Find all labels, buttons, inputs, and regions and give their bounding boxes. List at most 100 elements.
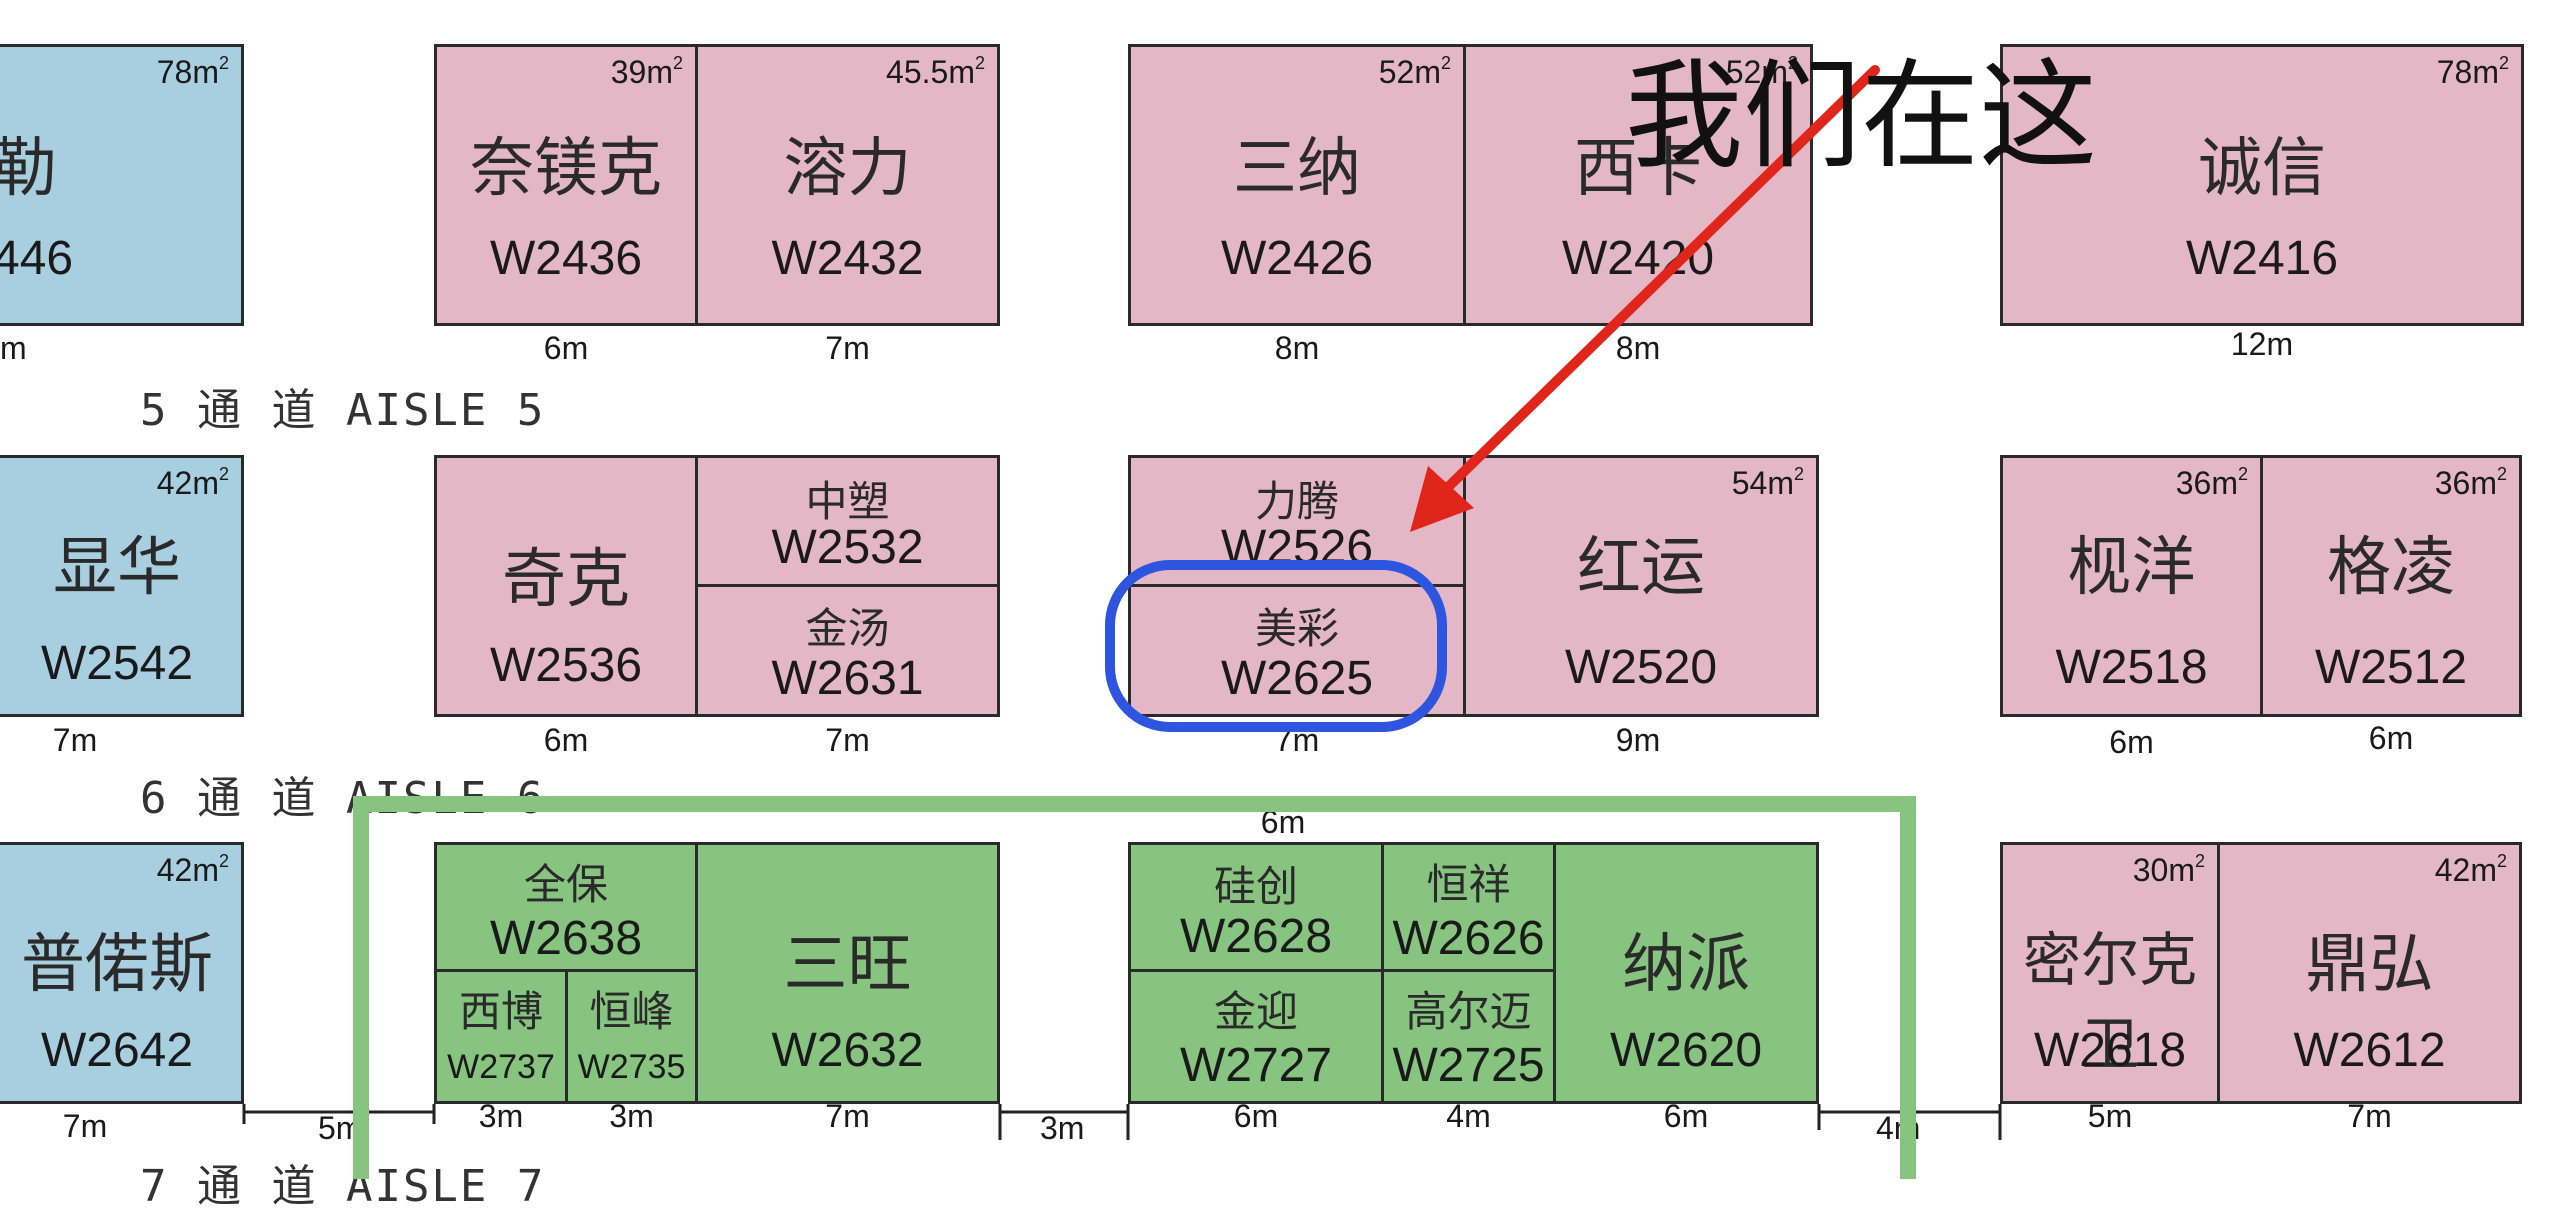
booth-number: W2612 <box>2293 1024 2446 1077</box>
booth-area: 78m2 <box>2436 53 2509 90</box>
booth-w2638[interactable]: 全保 W2638 <box>434 842 698 972</box>
booth-w2725[interactable]: 高尔迈 W2725 <box>1381 969 1556 1104</box>
booth-number: W2432 <box>771 232 924 285</box>
booth-w2735[interactable]: 恒峰 W2735 <box>565 969 698 1104</box>
booth-number: W2632 <box>771 1024 924 1077</box>
booth-w2426[interactable]: 52m2 三纳 W2426 <box>1128 44 1466 326</box>
booth-w2526[interactable]: 力腾 W2526 <box>1128 455 1466 587</box>
booth-width-label: 4m <box>1446 1098 1491 1134</box>
booth-w2618[interactable]: 30m2 密尔克卫 W2618 <box>2000 842 2220 1104</box>
booth-w2626[interactable]: 恒祥 W2626 <box>1381 842 1556 972</box>
booth-w2628[interactable]: 硅创 W2628 <box>1128 842 1384 972</box>
booth-w2632[interactable]: 三旺 W2632 <box>695 842 1000 1104</box>
booth-number: W2737 <box>447 1048 555 1086</box>
exhibitor-name: 普偌斯 <box>21 928 213 1002</box>
booth-area: 45.5m2 <box>886 53 985 90</box>
exhibitor-name: 全保 <box>523 860 608 909</box>
booth-number: W2520 <box>1564 641 1718 694</box>
booth-number: W2626 <box>1392 912 1545 965</box>
exhibitor-name: 恒祥 <box>1426 860 1511 909</box>
booth-area: 78m2 <box>156 53 229 90</box>
exhibitor-name: 勒 <box>0 132 57 206</box>
booth-number: W2620 <box>1609 1024 1763 1077</box>
booth-area: 42m2 <box>2434 851 2507 888</box>
booth-w2542[interactable]: 42m2 显华 W2542 <box>0 455 244 717</box>
booth-width-label: 8m <box>1615 330 1661 366</box>
booth-number: 446 <box>0 232 74 285</box>
booth-number: W2542 <box>40 637 194 690</box>
booth-number: W2735 <box>577 1048 686 1086</box>
booth-w2620[interactable]: 纳派 W2620 <box>1553 842 1819 1104</box>
booth-width-label: 7m <box>825 1098 870 1134</box>
booth-width-label: 7m <box>1274 722 1320 758</box>
booth-width-label: 7m <box>62 1108 108 1144</box>
exhibitor-name: 恒峰 <box>589 987 674 1036</box>
booth-area: 30m2 <box>2132 851 2205 888</box>
booth-w2612[interactable]: 42m2 鼎弘 W2612 <box>2217 842 2522 1104</box>
booth-area: 39m2 <box>610 53 683 90</box>
booth-number: W2618 <box>2033 1024 2187 1077</box>
booth-number: W2642 <box>40 1024 194 1077</box>
booth-width-label: 6m <box>2109 724 2154 760</box>
we-are-here-caption: 我们在这 <box>1625 47 2098 185</box>
booth-width-label: 9m <box>1615 722 1661 758</box>
exhibitor-name: 显华 <box>53 531 181 605</box>
gap-width-label: 3m <box>1040 1110 1085 1146</box>
booth-number: W2628 <box>1179 910 1333 963</box>
booth-width-label: 3m <box>609 1098 654 1134</box>
booth-w2518[interactable]: 36m2 枧洋 W2518 <box>2000 455 2263 717</box>
aisle-label-7: 7 通 道 AISLE 7 <box>140 1161 546 1212</box>
booth-number: W2725 <box>1392 1039 1545 1092</box>
exhibitor-name: 硅创 <box>1213 862 1298 911</box>
aisle-label-5: 5 通 道 AISLE 5 <box>140 385 546 436</box>
booth-number: W2436 <box>489 232 643 285</box>
exhibitor-name: 诚信 <box>2198 132 2326 206</box>
booth-width-label: 12m <box>2230 326 2294 362</box>
booth-area: 36m2 <box>2434 464 2507 501</box>
booth-number: W2416 <box>2185 232 2339 285</box>
booth-number: W2631 <box>771 652 924 705</box>
booth-width-label: 5m <box>2087 1098 2133 1134</box>
booth-w2631[interactable]: 金汤 W2631 <box>695 584 1000 717</box>
exhibitor-name: 奈镁克 <box>470 132 662 206</box>
booth-w2512[interactable]: 36m2 格凌 W2512 <box>2260 455 2522 717</box>
exhibitor-name: 力腾 <box>1254 477 1339 526</box>
exhibitor-name: 奇克 <box>502 543 630 617</box>
booth-width-label: m <box>0 330 27 366</box>
exhibitor-name: 美彩 <box>1254 604 1339 653</box>
booth-width-label: 3m <box>478 1098 524 1134</box>
booth-width-label: 6m <box>543 722 589 758</box>
booth-number: W2420 <box>1561 232 1715 285</box>
exhibitor-name: 格凌 <box>2327 531 2455 605</box>
booth-width-label: 8m <box>1274 330 1320 366</box>
exhibitor-name: 溶力 <box>783 132 912 206</box>
booth-number: W2512 <box>2314 641 2468 694</box>
booth-width-label: 6m <box>1663 1098 1709 1134</box>
exhibitor-name: 密尔克卫 <box>2022 926 2197 1078</box>
exhibitor-name: 中塑 <box>805 477 890 526</box>
booth-area: 42m2 <box>156 851 229 888</box>
booth-w2737[interactable]: 西博 W2737 <box>434 969 568 1104</box>
booth-w2532[interactable]: 中塑 W2532 <box>695 455 1000 587</box>
booth-w2520[interactable]: 54m2 红运 W2520 <box>1463 455 1819 717</box>
booth-w2625[interactable]: 美彩 W2625 <box>1128 584 1466 717</box>
booth-width-label: 7m <box>2347 1098 2392 1134</box>
booth-area: 42m2 <box>156 464 229 501</box>
booth-w2536[interactable]: 奇克 W2536 <box>434 455 698 717</box>
booth-w2416[interactable]: 78m2 诚信 W2416 <box>2000 44 2524 326</box>
booth-w2446[interactable]: 78m2 勒 446 <box>0 44 244 326</box>
booth-number: W2426 <box>1220 232 1374 285</box>
booth-w2436[interactable]: 39m2 奈镁克 W2436 <box>434 44 698 326</box>
booth-w2432[interactable]: 45.5m2 溶力 W2432 <box>695 44 1000 326</box>
booth-area: 52m2 <box>1378 53 1451 90</box>
booth-depth-label: 6m <box>1260 804 1306 840</box>
booth-w2642[interactable]: 42m2 普偌斯 W2642 <box>0 842 244 1104</box>
exhibitor-name: 三纳 <box>1233 132 1361 206</box>
booth-width-label: 7m <box>825 722 870 758</box>
exhibitor-name: 三旺 <box>783 928 912 1002</box>
exhibitor-name: 红运 <box>1577 531 1705 605</box>
booth-number: W2638 <box>489 912 643 965</box>
booth-number: W2532 <box>771 521 924 574</box>
booth-number: W2536 <box>489 639 643 692</box>
booth-w2727[interactable]: 金迎 W2727 <box>1128 969 1384 1104</box>
